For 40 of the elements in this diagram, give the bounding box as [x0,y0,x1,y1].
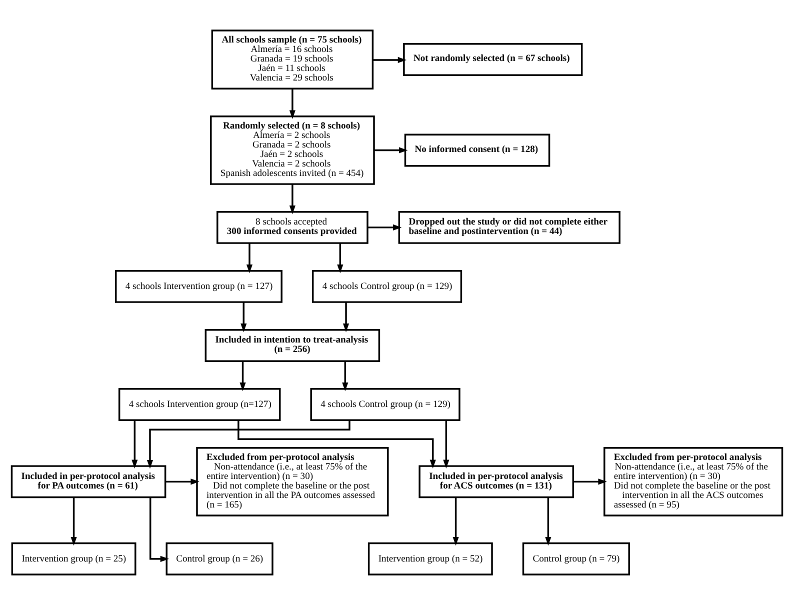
node-box: Excluded from per-protocol analysis Non-attendance (i.e., at least 75% of the entire intervention) (n = 30) Did not complete the baseline or the post intervention in all the PA outcomes assessed (n = 165) [196,446,389,516]
node-box: Randomly selected (n = 8 schools) Almería = 2 schools Granada = 2 schools Jaén = 2 schools Valencia = 2 schools Spanish adolescents invited (n = 454) [210,115,375,184]
node-box: Included in intention to treat-analysis (n = 256) [204,328,380,362]
arrow [337,242,344,273]
node-box: Control group (n = 26) [166,542,274,575]
arrow [342,302,350,332]
arrow [443,420,450,468]
node-box: Intervention group (n = 25) [11,542,136,575]
arrow [149,496,170,562]
arrow [545,496,552,546]
node-box: 4 schools Intervention group (n=127) [118,387,281,420]
arrow [246,242,253,273]
node-box: 4 schools Control group (n = 129) [310,387,460,420]
node-box: Not randomly selected (n = 67 schools) [403,42,583,76]
node-box: Included in per-protocol analysis for PA outcomes (n = 61) [10,464,166,498]
arrow [165,478,200,484]
node-box: All schools sample (n = 75 schools) Almería = 16 schools Granada = 19 schools Jaén = 11 schools Valencia = 29 schools [211,29,374,89]
node-box: 4 schools Control group (n = 129) [312,269,462,302]
node-box: Intervention group (n = 52) [368,542,493,575]
node-box: No informed consent (n = 128) [404,133,550,166]
node-box: 8 schools accepted 300 informed consents provided [216,210,368,244]
arrow [238,420,436,468]
arrow [372,56,407,63]
node-box: Excluded from per-protocol analysis Non-attendance (i.e., at least 75% of the entire intervention) (n = 30) Did not complete the baseline or the post intervention in all the ACS outcomes assessed (n = 95) [604,446,784,516]
node-box: Dropped out the study or did not complete either baseline and postintervention (n = 44) [398,210,620,244]
arrow [240,302,247,332]
arrow [146,420,350,468]
arrow [240,360,246,391]
arrow [452,496,459,546]
arrow [342,360,348,391]
arrow [289,184,296,214]
arrow [573,478,607,484]
arrow [132,420,138,468]
arrow [374,146,408,153]
node-box: 4 schools Intervention group (n = 127) [115,269,282,302]
node-box: Control group (n = 79) [522,542,630,575]
arrow [289,88,296,118]
node-box: Included in per-protocol analysis for ACS outcomes (n = 131) [418,464,574,498]
arrow [368,224,402,230]
arrow [70,496,77,546]
